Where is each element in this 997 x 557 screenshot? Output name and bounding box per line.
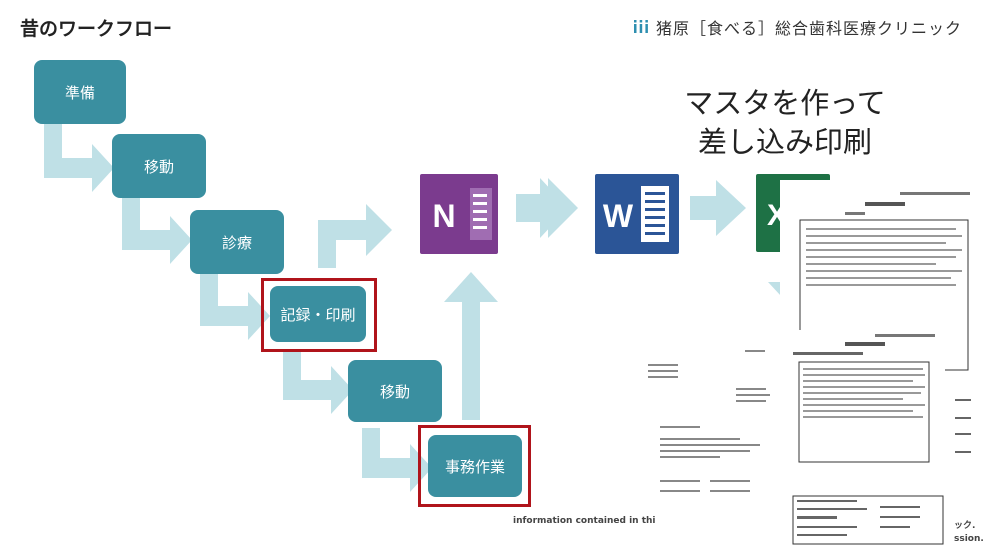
step-move-2: 移動 bbox=[348, 360, 442, 422]
word-icon: W bbox=[595, 174, 679, 254]
flow-arrow-4 bbox=[283, 350, 353, 414]
step-office-work: 事務作業 bbox=[428, 435, 522, 497]
flow-arrow-5 bbox=[362, 428, 432, 492]
clinic-header: 猪原［食べる］総合歯科医療クリニック bbox=[632, 15, 962, 39]
flow-arrow-1 bbox=[44, 124, 114, 192]
word-letter: W bbox=[603, 198, 634, 234]
document-preview-left bbox=[640, 330, 790, 520]
clinic-logo-icon bbox=[634, 20, 648, 33]
step-treatment: 診療 bbox=[190, 210, 284, 274]
page-title: 昔のワークフロー bbox=[20, 18, 173, 40]
mail-merge-caption: マスタを作って 差し込み印刷 bbox=[660, 84, 910, 162]
corner-text-top: ック. bbox=[954, 521, 976, 531]
footer-disclaimer: information contained in thi bbox=[513, 516, 656, 526]
flow-arrow-onenote-word bbox=[516, 178, 568, 238]
highlight-record-print bbox=[261, 278, 377, 352]
flow-arrow-3 bbox=[200, 272, 270, 340]
step-prepare: 準備 bbox=[34, 60, 126, 124]
document-preview-edge bbox=[955, 385, 975, 465]
highlight-office-work bbox=[418, 425, 531, 507]
onenote-icon: N bbox=[420, 174, 498, 254]
flow-arrow-onenote-word-tip bbox=[548, 178, 578, 238]
document-preview-bottom bbox=[785, 330, 945, 545]
flow-arrow-up-onenote bbox=[318, 204, 392, 268]
flow-arrow-word-excel bbox=[690, 180, 746, 236]
step-move-1: 移動 bbox=[112, 134, 206, 198]
onenote-letter: N bbox=[432, 198, 455, 234]
flow-arrow-2 bbox=[122, 196, 192, 264]
caption-line-2: 差し込み印刷 bbox=[697, 125, 872, 159]
step-record-print: 記録・印刷 bbox=[270, 286, 366, 342]
flow-arrow-up-office bbox=[444, 272, 498, 420]
caption-line-1: マスタを作って bbox=[684, 86, 886, 120]
corner-text-bottom: ssion. bbox=[954, 534, 984, 544]
clinic-name: 猪原［食べる］総合歯科医療クリニック bbox=[656, 19, 963, 38]
